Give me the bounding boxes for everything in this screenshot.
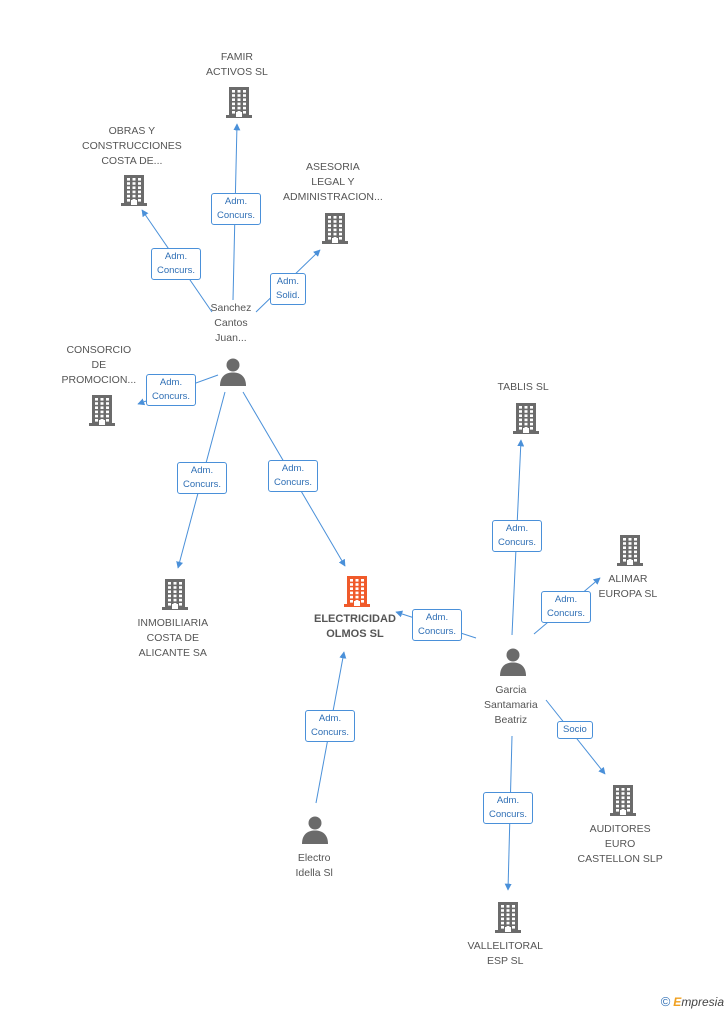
edge-label-sanchez-consorcio[interactable]: Adm. Concurs. xyxy=(146,374,197,406)
building-icon-auditores[interactable] xyxy=(607,783,639,817)
node-label-text: FAMIR ACTIVOS SL xyxy=(206,51,268,78)
node-label-electro[interactable]: Electro Idella Sl xyxy=(296,851,333,881)
node-label-text: Sanchez Cantos Juan... xyxy=(210,302,252,344)
edge-label-garcia-vallelitoral[interactable]: Adm. Concurs. xyxy=(483,792,534,824)
edge-label-sanchez-electricidad[interactable]: Adm. Concurs. xyxy=(268,460,319,492)
building-icon-inmobiliaria[interactable] xyxy=(159,577,191,611)
copyright-icon: © xyxy=(660,994,671,1009)
node-label-tablis[interactable]: TABLIS SL xyxy=(498,380,549,395)
node-label-sanchez[interactable]: Sanchez Cantos Juan... xyxy=(211,301,252,346)
node-label-text: Garcia Santamaria Beatriz xyxy=(484,684,538,726)
node-label-garcia[interactable]: Garcia Santamaria Beatriz xyxy=(484,683,538,728)
building-icon-asesoria[interactable] xyxy=(319,211,351,245)
edge-label-garcia-alimar[interactable]: Adm. Concurs. xyxy=(541,591,592,623)
node-label-asesoria[interactable]: ASESORIA LEGAL Y ADMINISTRACION... xyxy=(283,160,383,205)
node-label-text: INMOBILIARIA COSTA DE ALICANTE SA xyxy=(137,617,209,659)
node-label-text: ASESORIA LEGAL Y ADMINISTRACION... xyxy=(283,161,383,203)
node-label-inmobiliaria[interactable]: INMOBILIARIA COSTA DE ALICANTE SA xyxy=(138,616,209,661)
node-label-text: ELECTRICIDAD OLMOS SL xyxy=(314,613,396,640)
node-label-text: CONSORCIO DE PROMOCION... xyxy=(61,344,137,386)
edge-label-sanchez-famir[interactable]: Adm. Concurs. xyxy=(211,193,262,225)
node-label-electricidad[interactable]: ELECTRICIDAD OLMOS SL xyxy=(314,612,396,642)
building-icon-consorcio[interactable] xyxy=(86,393,118,427)
person-icon-sanchez[interactable] xyxy=(218,357,248,387)
node-label-obras[interactable]: OBRAS Y CONSTRUCCIONES COSTA DE... xyxy=(82,124,182,169)
node-label-famir[interactable]: FAMIR ACTIVOS SL xyxy=(206,50,268,80)
node-label-text: OBRAS Y CONSTRUCCIONES COSTA DE... xyxy=(82,125,182,167)
brand-logo-text: mpresia xyxy=(681,995,724,1009)
edge-label-sanchez-inmobiliaria[interactable]: Adm. Concurs. xyxy=(177,462,228,494)
brand-footer[interactable]: ©Empresia xyxy=(661,994,724,1009)
node-label-text: Electro Idella Sl xyxy=(295,852,333,879)
person-icon-garcia[interactable] xyxy=(498,647,528,677)
node-label-text: AUDITORES EURO CASTELLON SLP xyxy=(577,823,663,865)
edge-label-sanchez-obras[interactable]: Adm. Concurs. xyxy=(151,248,202,280)
building-icon-electricidad[interactable] xyxy=(341,574,373,608)
edge-label-sanchez-asesoria[interactable]: Adm. Solid. xyxy=(270,273,306,305)
building-icon-alimar[interactable] xyxy=(614,533,646,567)
brand-logo-initial: E xyxy=(673,995,682,1009)
node-label-consorcio[interactable]: CONSORCIO DE PROMOCION... xyxy=(62,343,137,388)
building-icon-famir[interactable] xyxy=(223,85,255,119)
person-icon-electro[interactable] xyxy=(300,815,330,845)
node-label-alimar[interactable]: ALIMAR EUROPA SL xyxy=(599,572,658,602)
node-label-text: ALIMAR EUROPA SL xyxy=(598,573,658,600)
edge-label-garcia-electricidad[interactable]: Adm. Concurs. xyxy=(412,609,463,641)
node-label-vallelitoral[interactable]: VALLELITORAL ESP SL xyxy=(468,939,543,969)
node-label-text: TABLIS SL xyxy=(497,381,549,393)
edge-label-garcia-auditores[interactable]: Socio xyxy=(557,721,593,739)
building-icon-tablis[interactable] xyxy=(510,401,542,435)
edge-label-electro-electricidad[interactable]: Adm. Concurs. xyxy=(305,710,356,742)
building-icon-vallelitoral[interactable] xyxy=(492,900,524,934)
edge-label-garcia-tablis[interactable]: Adm. Concurs. xyxy=(492,520,543,552)
node-label-auditores[interactable]: AUDITORES EURO CASTELLON SLP xyxy=(578,822,663,867)
node-label-text: VALLELITORAL ESP SL xyxy=(467,940,543,967)
building-icon-obras[interactable] xyxy=(118,173,150,207)
